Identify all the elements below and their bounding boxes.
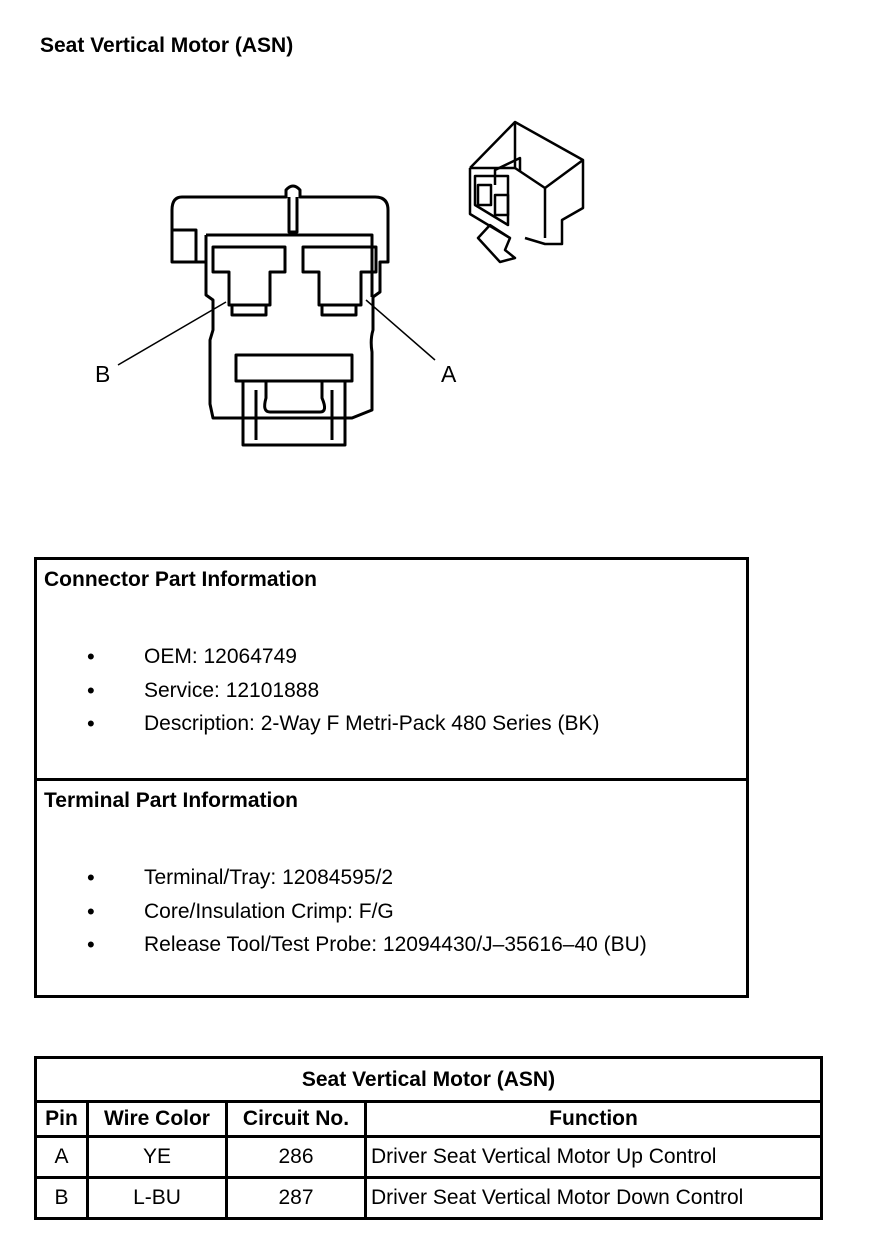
terminal-a-tab — [320, 303, 358, 317]
connector-housing-outline — [170, 184, 390, 420]
terminal-b-tab — [230, 303, 268, 317]
connector-info-item: Service: 12101888 — [87, 674, 600, 708]
table-row: B L-BU 287 Driver Seat Vertical Motor Do… — [34, 1176, 823, 1220]
connector-info-heading: Connector Part Information — [44, 568, 318, 591]
pin-label-b: B — [95, 361, 110, 387]
header-function: Function — [364, 1100, 823, 1138]
pin-table: Seat Vertical Motor (ASN) Pin Wire Color… — [34, 1056, 823, 1220]
table-row: A YE 286 Driver Seat Vertical Motor Up C… — [34, 1135, 823, 1179]
cell-circuit-no: 286 — [225, 1135, 367, 1179]
connector-info-item: OEM: 12064749 — [87, 640, 600, 674]
connector-diagram: B A — [95, 120, 585, 447]
lock-slot — [263, 381, 327, 414]
table-header-row: Pin Wire Color Circuit No. Function — [34, 1100, 823, 1138]
terminal-info-item: Core/Insulation Crimp: F/G — [87, 895, 647, 929]
terminal-b — [211, 245, 287, 307]
header-circuit-no: Circuit No. — [225, 1100, 367, 1138]
cell-function: Driver Seat Vertical Motor Down Control — [364, 1176, 823, 1220]
header-pin: Pin — [34, 1100, 89, 1138]
terminal-cavity — [204, 233, 374, 297]
cell-pin: B — [34, 1176, 89, 1220]
connector-info-list: OEM: 12064749 Service: 12101888 Descript… — [87, 640, 600, 741]
table-title-row: Seat Vertical Motor (ASN) — [34, 1056, 823, 1103]
pin-label-a: A — [441, 361, 457, 387]
leader-line-b — [117, 301, 227, 366]
connector-isometric — [468, 120, 585, 264]
terminal-part-info: Terminal Part Information Terminal/Tray:… — [34, 778, 749, 998]
table-title: Seat Vertical Motor (ASN) — [34, 1056, 823, 1103]
leader-line-a — [365, 299, 436, 361]
lock-inner — [254, 390, 334, 440]
connector-info-item: Description: 2-Way F Metri-Pack 480 Seri… — [87, 707, 600, 741]
center-divider — [287, 197, 299, 234]
terminal-info-heading: Terminal Part Information — [44, 789, 298, 812]
cell-pin: A — [34, 1135, 89, 1179]
connector-part-info: Connector Part Information OEM: 12064749… — [34, 557, 749, 781]
cell-function: Driver Seat Vertical Motor Up Control — [364, 1135, 823, 1179]
cell-circuit-no: 287 — [225, 1176, 367, 1220]
cell-wire-color: YE — [86, 1135, 228, 1179]
terminal-info-item: Release Tool/Test Probe: 12094430/J–3561… — [87, 928, 647, 962]
page-title: Seat Vertical Motor (ASN) — [40, 34, 294, 57]
cell-wire-color: L-BU — [86, 1176, 228, 1220]
terminal-a — [301, 245, 378, 307]
side-latch — [172, 228, 198, 262]
terminal-info-item: Terminal/Tray: 12084595/2 — [87, 861, 647, 895]
terminal-info-list: Terminal/Tray: 12084595/2 Core/Insulatio… — [87, 861, 647, 962]
lock-top — [234, 353, 354, 383]
lock-body — [241, 381, 347, 447]
header-wire-color: Wire Color — [86, 1100, 228, 1138]
